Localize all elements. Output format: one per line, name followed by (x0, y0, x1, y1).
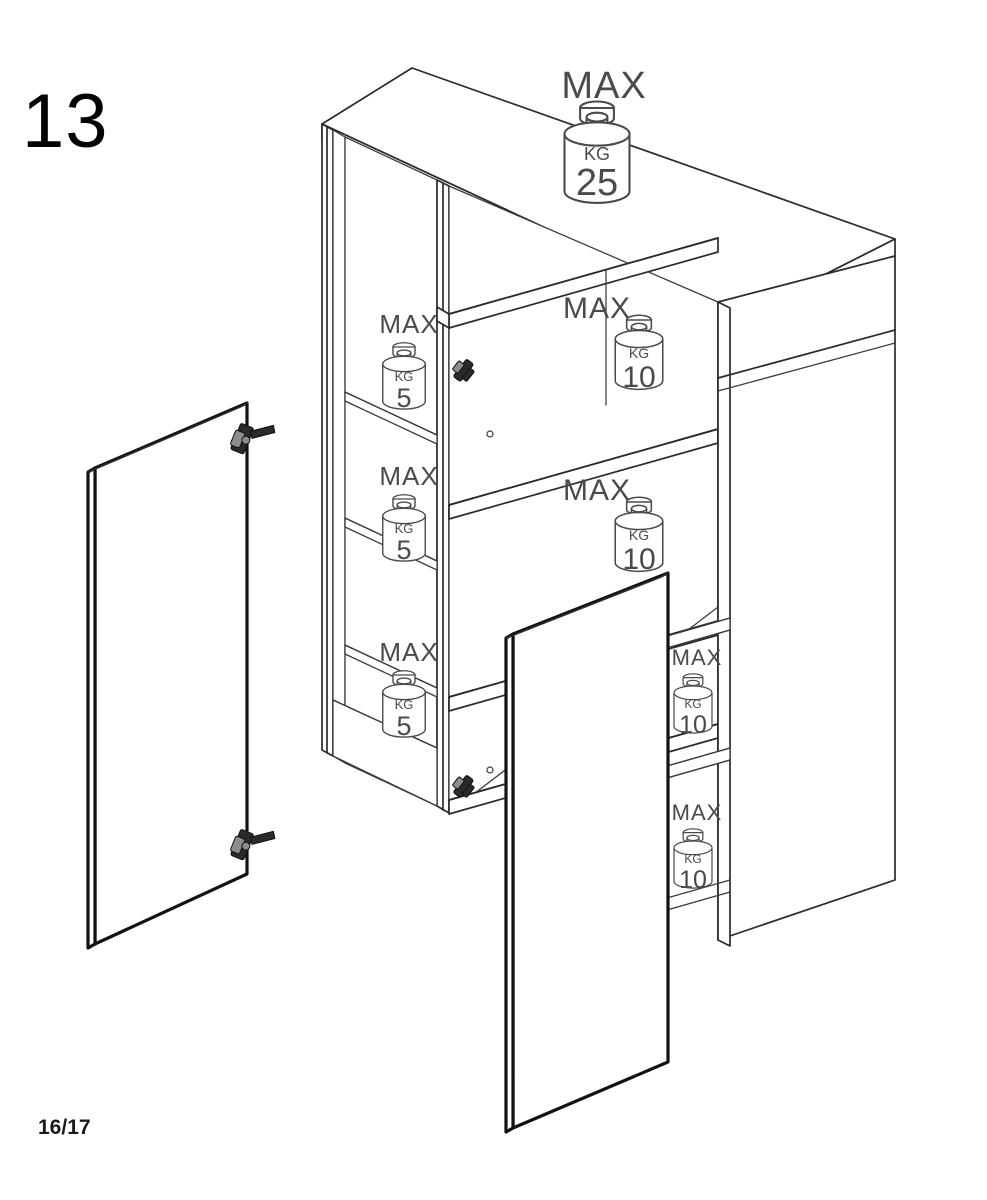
max-text: MAX (672, 645, 723, 670)
hinge-plate-upper-icon (452, 359, 475, 382)
load-label-top-surface: MAX KG 25 (561, 65, 646, 204)
load-label-left-shelf-2: MAX KG 5 (379, 461, 438, 565)
dowel-hole-icon (486, 766, 494, 774)
right-door-panel (504, 571, 670, 1134)
max-text: MAX (563, 474, 631, 507)
cabinet-back-panel-left (332, 129, 346, 764)
max-text: MAX (672, 800, 723, 825)
max-text: MAX (379, 637, 438, 667)
max-text: MAX (561, 65, 646, 107)
kg-text: KG (629, 345, 649, 361)
kg-text: KG (684, 697, 701, 711)
kg-value: 5 (396, 383, 411, 413)
kg-value: 5 (396, 535, 411, 565)
kg-text: KG (395, 521, 414, 536)
hinge-plate-lower-icon (452, 775, 475, 798)
left-door-panel (86, 401, 276, 950)
kg-value: 10 (679, 711, 707, 739)
kg-value: 5 (396, 711, 411, 741)
kg-text: KG (684, 852, 701, 866)
page-indicator: 16/17 (38, 1116, 91, 1139)
kg-value: 25 (576, 162, 618, 204)
max-text: MAX (379, 461, 438, 491)
cabinet-left-side-panel (321, 123, 334, 757)
load-label-left-shelf-3: MAX KG 5 (379, 637, 438, 741)
max-text: MAX (379, 309, 438, 339)
dowel-hole-icon (486, 430, 494, 438)
shelf-right-upper (659, 617, 731, 651)
kg-value: 10 (679, 866, 707, 894)
shelf-center-upper (436, 237, 719, 329)
load-label-center-shelf-upper: MAX KG 10 (563, 292, 664, 394)
load-label-right-shelf-lower: MAX KG 10 (672, 800, 723, 894)
kg-text: KG (395, 697, 414, 712)
step-number: 13 (22, 79, 109, 164)
load-label-center-shelf-lower: MAX KG 10 (563, 474, 664, 576)
max-text: MAX (563, 292, 631, 325)
door-hinge-lower-icon (230, 829, 276, 861)
shelf-left-1 (344, 391, 438, 445)
kg-text: KG (395, 369, 414, 384)
center-divider-panel (436, 179, 450, 814)
kg-value: 10 (622, 543, 655, 576)
right-bottom-rail (659, 879, 731, 913)
kg-text: KG (584, 144, 610, 164)
door-hinge-upper-icon (230, 423, 276, 455)
cabinet-right-side-panel (717, 255, 896, 947)
load-label-right-shelf-upper: MAX KG 10 (672, 645, 723, 739)
load-label-left-shelf-1: MAX KG 5 (379, 309, 438, 413)
kg-text: KG (629, 527, 649, 543)
kg-value: 10 (622, 361, 655, 394)
